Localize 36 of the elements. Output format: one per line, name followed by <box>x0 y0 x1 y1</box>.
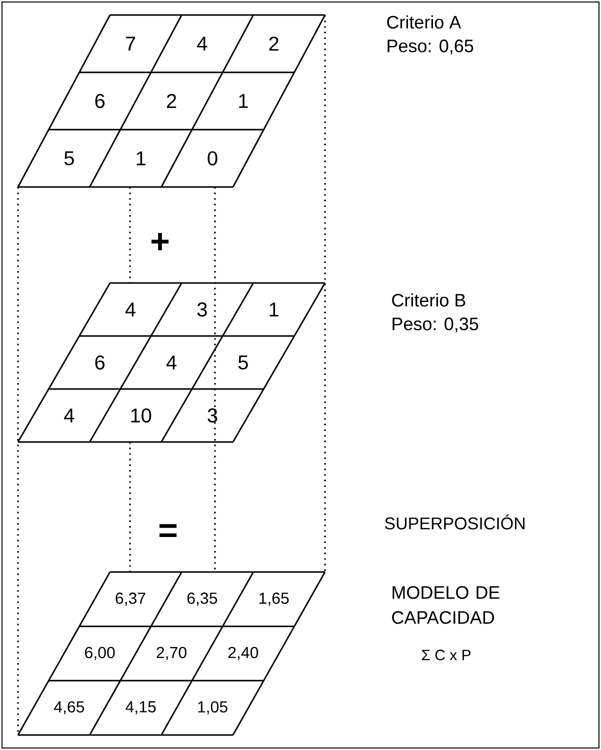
cell-value: 4 <box>166 356 176 370</box>
cell-value: 10 <box>131 408 152 423</box>
cell-value: 6 <box>95 94 104 108</box>
side-label: MODELO DE CAPACIDAD <box>392 586 500 624</box>
side-label: Peso: 0,35 <box>392 318 478 332</box>
side-label: SUPERPOSICIÓN <box>384 514 524 530</box>
cell-value: 1,05 <box>198 701 228 714</box>
cell-value: 6 <box>95 355 104 370</box>
cell-value: 4 <box>197 36 208 51</box>
side-label: Σ C x P <box>422 650 470 660</box>
side-label: Criterio B <box>392 293 466 307</box>
cell-value: 4,15 <box>126 701 156 714</box>
cell-value: 6,00 <box>85 646 115 660</box>
cell-value: 1 <box>239 94 248 108</box>
cell-value: 6,35 <box>187 592 218 606</box>
plus-sign: + <box>152 233 169 250</box>
cell-value: 1 <box>136 151 146 166</box>
cell-value: 1,65 <box>259 592 289 606</box>
side-label: Criterio A <box>387 15 462 29</box>
cell-value: 0 <box>208 151 218 166</box>
cell-value: 4,65 <box>54 701 84 714</box>
cell-value: 2,70 <box>156 646 186 660</box>
cell-value: 2,40 <box>228 646 258 660</box>
cell-value: 4 <box>64 408 74 422</box>
cell-value: 6,37 <box>116 592 146 606</box>
cell-value: 7 <box>126 36 136 51</box>
cell-value: 1 <box>270 302 278 316</box>
side-label: Peso: 0,65 <box>388 40 474 54</box>
cell-value: 4 <box>125 302 136 316</box>
cell-value: 3 <box>208 408 218 423</box>
cell-value: 2 <box>269 36 278 51</box>
cell-value: 5 <box>64 151 74 166</box>
cell-value: 5 <box>238 356 248 370</box>
equals-sign: = <box>159 524 177 537</box>
cell-value: 2 <box>166 94 176 108</box>
cell-value: 3 <box>197 302 207 317</box>
